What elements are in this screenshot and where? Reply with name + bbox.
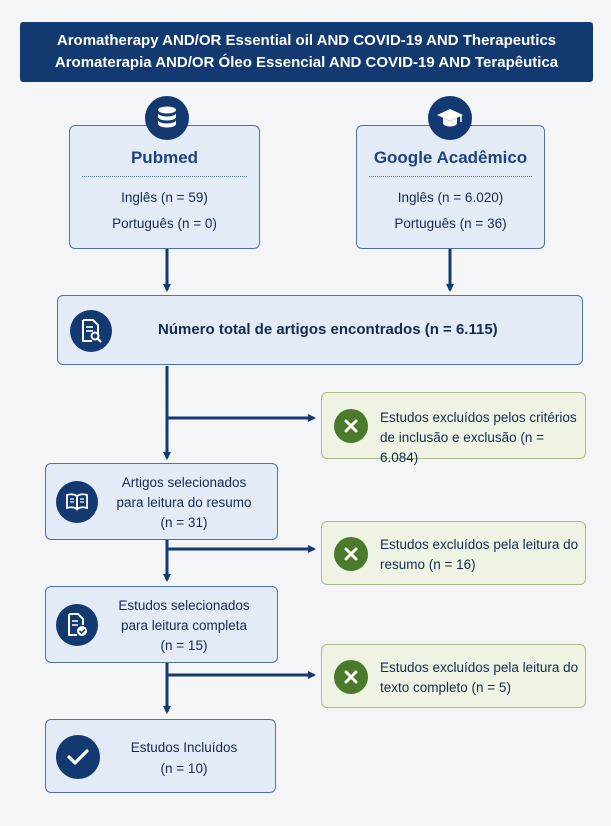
pubmed-box: Pubmed Inglês (n = 59) Português (n = 0) <box>69 125 260 249</box>
included-line1: Estudos Incluídos <box>130 740 238 755</box>
abstract-line2: para leitura do resumo <box>116 495 252 510</box>
exclusion-abstract-text: Estudos excluídos pela leitura do resumo… <box>380 535 578 575</box>
database-icon <box>145 96 189 140</box>
exclusion-x-icon <box>334 409 368 443</box>
exclusion-criteria-line2: de inclusão e exclusão (n = 6.084) <box>380 430 544 465</box>
exclusion-abstract-box: Estudos excluídos pela leitura do resumo… <box>321 521 586 585</box>
exclusion-criteria-line1: Estudos excluídos pelos critérios <box>380 410 577 425</box>
exclusion-criteria-box: Estudos excluídos pelos critérios de inc… <box>321 392 586 465</box>
exclusion-abstract-line2: resumo (n = 16) <box>380 557 476 572</box>
graduation-cap-icon <box>428 96 472 140</box>
exclusion-criteria-text: Estudos excluídos pelos critérios de inc… <box>380 408 585 468</box>
included-studies-text: Estudos Incluídos (n = 10) <box>104 737 264 779</box>
fulltext-line1: Estudos selecionados <box>118 598 250 613</box>
pubmed-title: Pubmed <box>130 148 199 167</box>
included-line2: (n = 10) <box>160 761 208 776</box>
total-articles-text: Número total de artigos encontrados (n =… <box>158 321 498 338</box>
exclusion-fulltext-line1: Estudos excluídos pela leitura do <box>380 660 579 675</box>
scholar-box: Google Acadêmico Inglês (n = 6.020) Port… <box>356 125 545 249</box>
scholar-title: Google Acadêmico <box>373 148 528 167</box>
pubmed-portuguese-count: Português (n = 0) <box>112 216 217 231</box>
open-book-icon <box>56 481 98 523</box>
scholar-english-count: Inglês (n = 6.020) <box>397 190 504 205</box>
search-terms-banner: Aromatherapy AND/OR Essential oil AND CO… <box>20 22 593 82</box>
abstract-reading-box: Artigos selecionados para leitura do res… <box>45 463 278 540</box>
scholar-portuguese-count: Português (n = 36) <box>394 216 507 231</box>
total-articles-box: Número total de artigos encontrados (n =… <box>57 295 583 365</box>
scholar-divider <box>369 176 532 177</box>
document-check-icon <box>56 604 98 646</box>
included-studies-box: Estudos Incluídos (n = 10) <box>45 719 276 793</box>
exclusion-fulltext-text: Estudos excluídos pela leitura do texto … <box>380 658 578 698</box>
exclusion-fulltext-box: Estudos excluídos pela leitura do texto … <box>321 644 586 708</box>
document-search-icon <box>70 310 112 352</box>
abstract-reading-text: Artigos selecionados para leitura do res… <box>104 473 264 533</box>
search-terms-english: Aromatherapy AND/OR Essential oil AND CO… <box>56 32 557 49</box>
abstract-line3: (n = 31) <box>160 515 208 530</box>
pubmed-english-count: Inglês (n = 59) <box>121 190 208 205</box>
fulltext-line3: (n = 15) <box>160 638 208 653</box>
fulltext-reading-text: Estudos selecionados para leitura comple… <box>104 596 264 656</box>
checkmark-icon <box>56 735 100 779</box>
exclusion-x-icon <box>334 537 368 571</box>
pubmed-divider <box>82 176 247 177</box>
fulltext-reading-box: Estudos selecionados para leitura comple… <box>45 586 278 663</box>
exclusion-fulltext-line2: texto completo (n = 5) <box>380 680 511 695</box>
exclusion-abstract-line1: Estudos excluídos pela leitura do <box>380 537 579 552</box>
fulltext-line2: para leitura completa <box>120 618 248 633</box>
abstract-line1: Artigos selecionados <box>121 475 247 490</box>
search-terms-portuguese: Aromaterapia AND/OR Óleo Essencial AND C… <box>54 54 559 71</box>
exclusion-x-icon <box>334 660 368 694</box>
